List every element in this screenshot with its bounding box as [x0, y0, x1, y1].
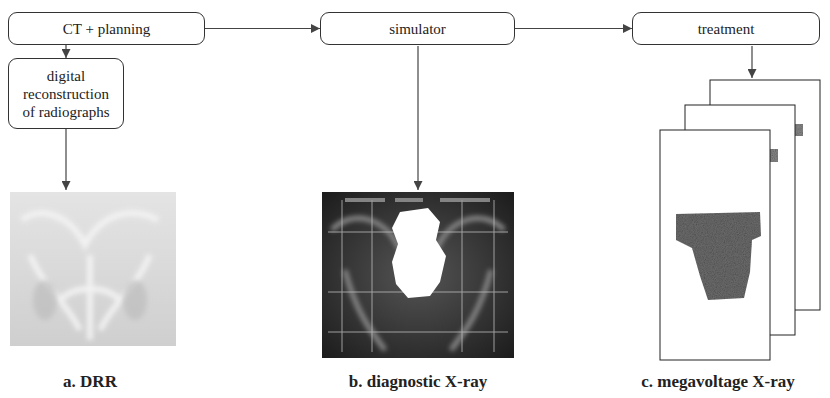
box-label: treatment: [698, 20, 755, 38]
figure-caption: c. megavoltage X-ray: [639, 372, 796, 392]
megavoltage-image-stack: [660, 80, 820, 360]
process-box: simulator: [320, 12, 515, 45]
box-label: digital reconstruction of radiographs: [17, 67, 115, 121]
diagnostic-xray-image: [322, 192, 514, 358]
box-label: simulator: [389, 20, 446, 38]
flow-arrow: [515, 28, 632, 29]
flow-arrow: [205, 28, 320, 29]
box-label: CT + planning: [63, 20, 150, 38]
flow-arrow: [65, 45, 66, 58]
process-box: digital reconstruction of radiographs: [8, 58, 124, 129]
process-box: treatment: [632, 12, 820, 45]
figure-caption: a. DRR: [61, 372, 119, 392]
figure-caption: b. diagnostic X-ray: [347, 372, 489, 392]
process-box: CT + planning: [8, 12, 205, 45]
drr-image: [10, 192, 176, 346]
illustration-arrows: [66, 46, 752, 190]
